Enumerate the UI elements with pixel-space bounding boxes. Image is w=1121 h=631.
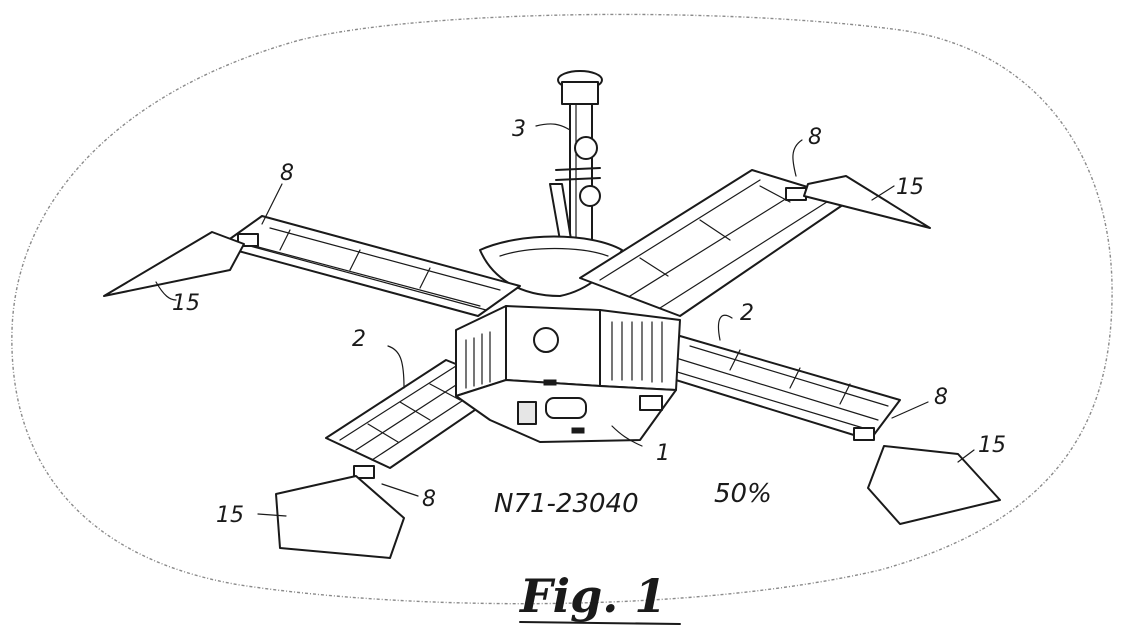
leader-panel-right — [717, 314, 733, 341]
leader-hinge-tr — [792, 139, 803, 177]
paddle-left — [103, 231, 245, 297]
caption-underline — [519, 621, 681, 625]
leader-mast — [535, 123, 571, 131]
accession-number: N71-23040 — [494, 489, 639, 519]
hinge-bottom-left — [353, 465, 375, 479]
label-mast: 3 — [512, 117, 526, 142]
solar-panel-lower-right — [649, 335, 901, 441]
leader-paddle-left — [155, 281, 177, 301]
label-body: 1 — [656, 441, 670, 466]
label-panel-left: 2 — [352, 327, 366, 352]
label-paddle-bottom-left: 15 — [216, 503, 244, 528]
leader-hinge-tl — [261, 183, 283, 225]
leader-panel-left — [387, 345, 405, 389]
label-hinge-bottom-right: 8 — [934, 385, 948, 410]
label-hinge-top-right: 8 — [808, 125, 822, 150]
figure-caption: Fig. 1 — [518, 569, 666, 623]
percentage-note: 50% — [714, 479, 772, 509]
label-paddle-bottom-right: 15 — [978, 433, 1006, 458]
paddle-bottom-left — [275, 475, 405, 559]
label-hinge-bottom-left: 8 — [422, 487, 436, 512]
leader-paddle-br — [957, 449, 975, 463]
leader-paddle-bl — [257, 513, 287, 517]
leader-hinge-br — [891, 401, 929, 419]
label-hinge-top-left: 8 — [280, 161, 294, 186]
leader-body — [611, 425, 643, 447]
leader-paddle-tr — [871, 185, 895, 201]
leader-hinge-bl — [381, 483, 419, 497]
antenna-mast — [549, 70, 603, 275]
solar-panel-left — [219, 215, 521, 317]
spacecraft-body — [455, 305, 681, 443]
label-paddle-left: 15 — [172, 291, 200, 316]
label-panel-right: 2 — [740, 301, 754, 326]
sketch-outline — [11, 13, 1113, 605]
hinge-top-right — [785, 187, 807, 201]
paddle-top-right — [803, 175, 931, 229]
label-paddle-top-right: 15 — [896, 175, 924, 200]
paddle-bottom-right — [867, 445, 1001, 525]
hinge-bottom-right — [853, 427, 875, 441]
